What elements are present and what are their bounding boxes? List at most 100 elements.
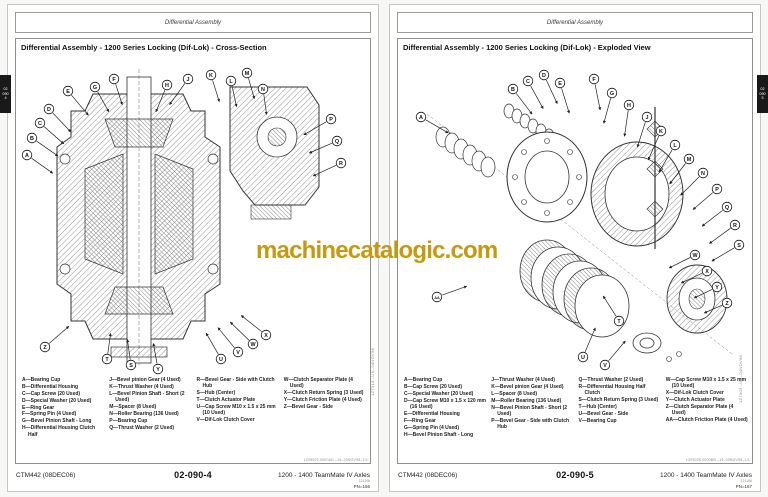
callout-leader [52, 112, 72, 133]
legend-item: W—Cap Screw M10 x 1.5 x 25 mm (10 Used) [665, 377, 747, 390]
callout-letter: V [236, 350, 240, 356]
callout-U [215, 353, 227, 365]
callout-C [34, 117, 46, 129]
legend-item: L—Bevel Pinion Shaft - Short (2 Used) [109, 390, 185, 404]
callout-leader [658, 149, 673, 173]
legend-item: V—Bearing Cup [578, 417, 617, 424]
callout-letter: G [610, 91, 614, 97]
callout-J [182, 73, 194, 85]
callout-T [613, 315, 625, 327]
callout-leader [43, 126, 65, 145]
legend-item: X—Dif-Lok Clutch Cover [665, 390, 724, 397]
legend-item: P—Bearing Cup [109, 417, 148, 424]
legend-item: B—Differential Housing [22, 383, 79, 390]
legend-item: G—Bevel Pinion Shaft - Long [22, 418, 92, 425]
callout-letter: T [105, 357, 109, 363]
callout-W [689, 249, 701, 261]
callout-Q [331, 135, 343, 147]
legend-item: Z—Clutch Separator Plate (4 Used) [665, 403, 734, 417]
callout-R [729, 219, 741, 231]
footer-pn: PN=166 [353, 484, 370, 489]
legend-item: Y—Clutch Actuator Plate [665, 397, 725, 404]
callout-leader [647, 135, 660, 161]
callout-M [683, 153, 695, 165]
callout-leader [668, 257, 691, 269]
legend-column: J—Thrust Washer (4 Used)K—Bevel pinion G… [491, 377, 573, 438]
callout-letter: K [659, 129, 663, 135]
legend-item: H—Differential Housing Clutch Half [22, 425, 96, 438]
callout-leader [240, 315, 262, 332]
callout-B [26, 132, 38, 144]
callout-X [260, 329, 272, 341]
legend-item: H—Bevel Pinion Shaft - Long [404, 431, 474, 438]
running-header: Differential Assembly [397, 12, 753, 33]
legend-item: T—Clutch Actuator Plate [196, 397, 256, 404]
callout-letter: N [261, 87, 265, 93]
callout-leader [115, 84, 123, 106]
figure-box: Differential Assembly - 1200 Series Lock… [397, 38, 753, 464]
callout-B [507, 83, 519, 95]
legend-item: A—Bearing Cup [22, 377, 61, 383]
figure-title: Differential Assembly - 1200 Series Lock… [21, 43, 267, 52]
callout-letter: E [66, 89, 70, 95]
legend-item: R—Differential Housing Half Clutch [578, 383, 646, 397]
callout-leader [594, 84, 602, 111]
callout-letter: V [603, 363, 607, 369]
callout-leader [229, 321, 250, 341]
callout-leader [692, 192, 714, 210]
callout-letter: X [705, 269, 709, 275]
callout-letter: F [112, 77, 116, 83]
footer-page-number: 02-090-4 [174, 470, 212, 480]
callout-letter: S [129, 363, 133, 369]
callout-letter: A [25, 153, 29, 159]
callout-leader [709, 227, 731, 244]
legend-item: V—Dif-Lok Clutch Cover [196, 417, 255, 424]
callout-leader [442, 285, 468, 296]
legend-item: E—Ring Gear [22, 404, 55, 411]
differential-housing [506, 131, 588, 223]
callout-letter: A [419, 115, 423, 121]
legend-item: N—Roller Bearing (136 Used) [109, 410, 179, 417]
legend-item: J—Thrust Washer (4 Used) [491, 377, 555, 383]
running-header-text: Differential Assembly [546, 19, 604, 26]
callout-U [577, 351, 589, 363]
callout-D [43, 103, 55, 115]
callout-K [205, 69, 217, 81]
legend-item: AA—Clutch Friction Plate (4 Used) [665, 417, 748, 424]
callout-P [325, 113, 337, 125]
callout-leader [623, 110, 629, 137]
running-header: Differential Assembly [15, 12, 371, 33]
callout-letter: F [592, 77, 596, 83]
legend-item: Q—Thrust Washer (2 Used) [578, 377, 644, 383]
figure-box: Differential Assembly - 1200 Series Lock… [15, 38, 371, 464]
callout-M [241, 67, 253, 79]
callout-letter: J [187, 77, 190, 83]
callout-letter: C [526, 79, 530, 85]
callout-X [701, 265, 713, 277]
callout-letter: M [687, 157, 692, 163]
callout-L [225, 75, 237, 87]
footer-manual-title: 1200 - 1400 TeamMate IV Axles [277, 472, 370, 479]
legend-item: J—Bevel pinion Gear (4 Used) [109, 377, 181, 383]
callout-leader [31, 157, 54, 174]
legend-item: R—Bevel Gear - Side with Clutch Hub [196, 377, 275, 390]
section-tab: 02 090 4 [0, 75, 11, 113]
callout-A [415, 111, 427, 123]
callout-leader [36, 140, 59, 157]
legend-item: G—Spring Pin (4 Used) [404, 424, 460, 431]
pinion-section [229, 86, 320, 220]
callout-H [623, 99, 635, 111]
callout-letter: Y [156, 367, 160, 373]
legend-column: W—Cap Screw M10 x 1.5 x 25 mm (10 Used)X… [666, 377, 748, 438]
callout-leader [603, 295, 617, 317]
legend-item: Q—Thrust Washer (2 Used) [109, 424, 175, 431]
legend-item: Y—Clutch Friction Plate (4 Used) [283, 397, 362, 404]
callout-G [89, 81, 101, 93]
callout-letter: R [733, 223, 737, 229]
washer-chain [435, 103, 555, 178]
callout-letter: E [558, 81, 562, 87]
footer-manual-id: CTM442 (08DEC06) [16, 472, 76, 479]
